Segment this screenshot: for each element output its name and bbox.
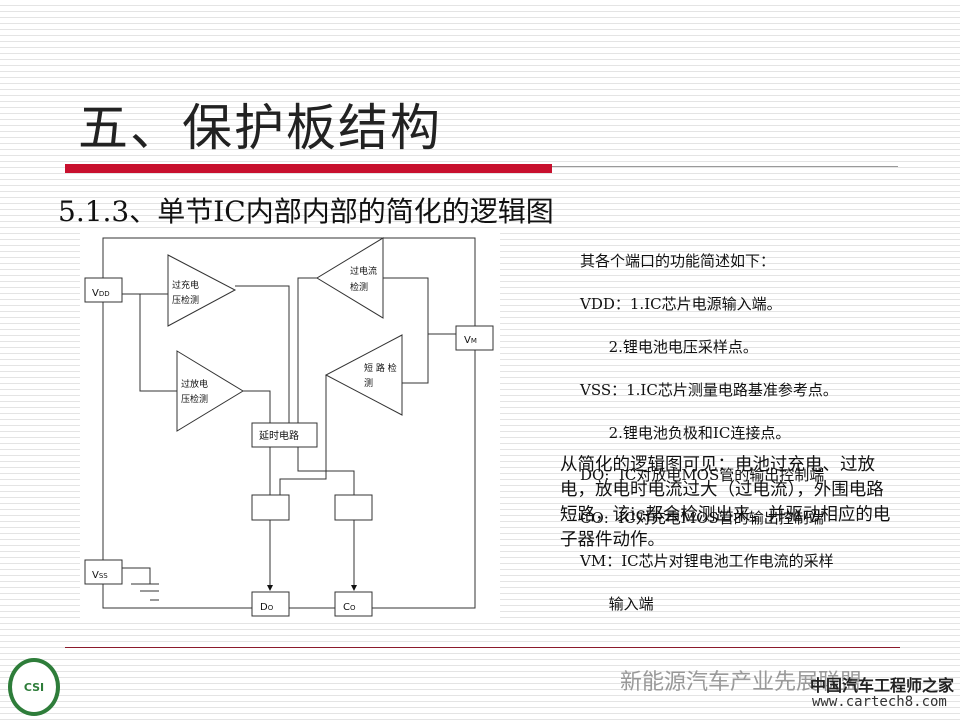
short-circuit-label: 短 路 检: [364, 362, 397, 374]
site-url: www.cartech8.com: [812, 694, 947, 710]
slide-subtitle: 5.1.3、单节IC内部内部的简化的逻辑图: [58, 195, 554, 228]
port-vdd-1: VDD：1.IC芯片电源输入端。: [580, 295, 782, 314]
title-divider: [552, 166, 898, 167]
outer-frame: [102, 237, 476, 326]
csi-logo: CSI: [8, 658, 60, 716]
port-descriptions: 其各个端口的功能简述如下： VDD：1.IC芯片电源输入端。 2.锂电池电压采样…: [580, 230, 838, 637]
overcurrent-comparator: [316, 237, 384, 319]
co-driver-box: [334, 494, 373, 521]
port-vss-2: 2.锂电池负极和IC连接点。: [580, 423, 791, 442]
port-vdd-2: 2.锂电池电压采样点。: [580, 338, 758, 357]
svg-text:检测: 检测: [350, 281, 368, 293]
overcharge-comparator: [167, 254, 237, 327]
vm-pin: [455, 325, 494, 351]
do-pin: [251, 591, 290, 617]
slide-title: 五、保护板结构: [78, 99, 442, 157]
overcharge-label: 过充电: [172, 279, 199, 291]
logic-diagram: VDD VSS VM DO CO 过充电 压检测 过放电 压检测 过电流 检测 …: [80, 230, 500, 620]
overdischarge-label: 过放电: [181, 378, 208, 390]
port-vm-2: 输入端: [580, 594, 654, 613]
svg-text:VSS: VSS: [92, 570, 108, 581]
ground-icon: [122, 567, 159, 601]
summary-text: 从简化的逻辑图可见：电池过充电、过放电，放电时电流过大（过电流），外围电路短路，…: [560, 455, 891, 550]
co-pin: [334, 591, 373, 617]
delay-label: 延时电路: [259, 429, 299, 442]
delay-circuit-box: [251, 422, 318, 448]
port-vss-1: VSS：1.IC芯片测量电路基准参考点。: [580, 380, 838, 399]
vss-pin: [84, 559, 123, 585]
short-circuit-comparator: [324, 334, 403, 416]
svg-text:CO: CO: [343, 602, 356, 613]
do-driver-box: [251, 494, 290, 521]
watermark: 新能源汽车产业先展联盟: [620, 670, 863, 695]
ports-intro: 其各个端口的功能简述如下：: [580, 252, 776, 271]
footer-divider: [65, 647, 900, 648]
svg-text:压检测: 压检测: [181, 393, 208, 405]
port-do: DO: IC对放电MOS管的输出控制端: [580, 466, 825, 485]
title-underline: [65, 164, 552, 173]
brand-watermark: 中国汽车工程师之家: [810, 676, 955, 695]
svg-text:压检测: 压检测: [172, 294, 199, 306]
vdd-pin: [84, 277, 123, 303]
svg-text:VDD: VDD: [92, 288, 110, 299]
svg-text:测: 测: [364, 378, 373, 389]
port-co: CO: IC对充电MOS管的输出控制端: [580, 509, 824, 528]
overcurrent-label: 过电流: [350, 265, 377, 277]
port-vm-1: VM：IC芯片对锂电池工作电流的采样: [580, 552, 834, 571]
svg-text:DO: DO: [260, 602, 274, 613]
svg-text:VM: VM: [464, 335, 477, 346]
overdischarge-comparator: [176, 350, 244, 432]
